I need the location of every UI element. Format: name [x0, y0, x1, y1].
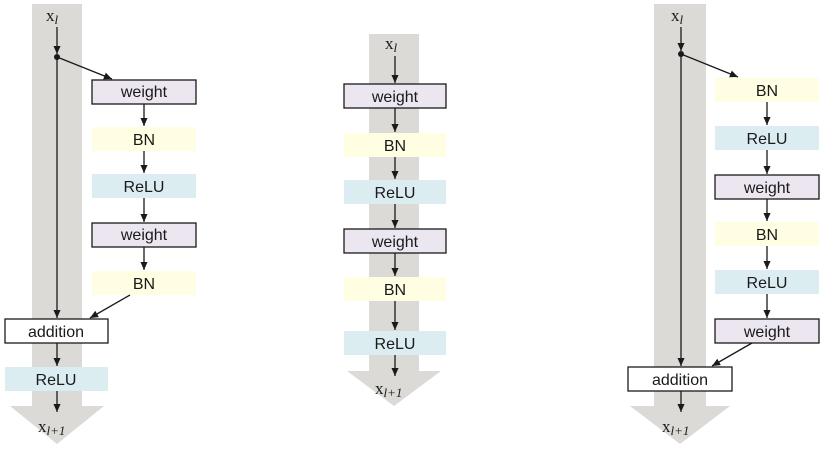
diagram-c-branch-line — [680, 53, 739, 78]
diagram-c-weight-1-label: weight — [743, 180, 791, 197]
diagram-b-bn-1 — [344, 133, 446, 157]
diagram-c-relu-1 — [715, 126, 819, 150]
diagram-a-bn-1 — [92, 127, 196, 151]
diagram-a-relu-1-label: ReLU — [124, 179, 165, 196]
diagram-a-addition-label: addition — [28, 324, 84, 341]
diagram-c: xl BN ReLU weight BN ReLU weight additio… — [627, 4, 820, 444]
diagram-c-bn-2-label: BN — [756, 227, 778, 244]
diagram-b-weight-1 — [343, 83, 447, 109]
diagram-b-relu-1 — [344, 180, 446, 204]
diagram-c-weight-1 — [714, 174, 820, 200]
diagram-a-merge-line — [89, 294, 131, 319]
diagram-c-input-label: xl — [671, 6, 684, 27]
diagram-c-bn-1-label: BN — [756, 83, 778, 100]
diagram-b-bn-2-label: BN — [384, 282, 406, 299]
diagram-a-relu-post-label: ReLU — [36, 372, 77, 389]
diagram-b-weight-2 — [343, 228, 447, 254]
diagram-c-output-label: xl+1 — [662, 417, 689, 438]
diagram-c-merge-line — [711, 342, 753, 367]
diagram-c-bn-1 — [715, 78, 819, 102]
diagram-a-relu-1 — [92, 174, 196, 198]
diagram-b-output-label: xl+1 — [375, 379, 402, 400]
diagram-b-weight-1-label: weight — [371, 89, 419, 106]
diagram-c-addition — [627, 366, 733, 392]
diagram-c-addition-label: addition — [652, 372, 708, 389]
diagram-b-bn-1-label: BN — [384, 138, 406, 155]
diagram-a-input-label: xl — [46, 6, 59, 27]
diagram-a-branch-line — [56, 56, 113, 80]
diagram-a-weight-2-label: weight — [120, 227, 168, 244]
diagram-a-bn-2 — [92, 271, 196, 295]
diagram-c-relu-1-label: ReLU — [747, 131, 788, 148]
diagram-c-weight-2-label: weight — [743, 324, 791, 341]
diagram-b-relu-2-label: ReLU — [375, 336, 416, 353]
diagram-b-bn-2 — [344, 277, 446, 301]
diagram-b: xl weight BN ReLU weight BN ReLU xl+1 — [343, 34, 447, 406]
diagram-b-relu-1-label: ReLU — [375, 185, 416, 202]
diagram-a-output-label: xl+1 — [38, 417, 65, 438]
diagram-b-input-label: xl — [385, 34, 398, 55]
diagram-a-bn-2-label: BN — [133, 276, 155, 293]
diagram-a-relu-post — [5, 367, 108, 391]
diagram-a-bn-1-label: BN — [133, 132, 155, 149]
diagram-a-weight-1-label: weight — [120, 84, 168, 101]
diagram-c-bn-2 — [715, 222, 819, 246]
diagram-c-flow-arrow — [630, 4, 730, 444]
diagram-b-weight-2-label: weight — [371, 234, 419, 251]
diagram-c-relu-2-label: ReLU — [747, 275, 788, 292]
diagram-c-relu-2 — [715, 270, 819, 294]
diagram-b-relu-2 — [344, 331, 446, 355]
diagram-a-addition — [4, 318, 109, 344]
diagram-c-weight-2 — [714, 318, 820, 344]
diagram-a: xl weight BN ReLU weight BN addition ReL… — [4, 4, 197, 444]
